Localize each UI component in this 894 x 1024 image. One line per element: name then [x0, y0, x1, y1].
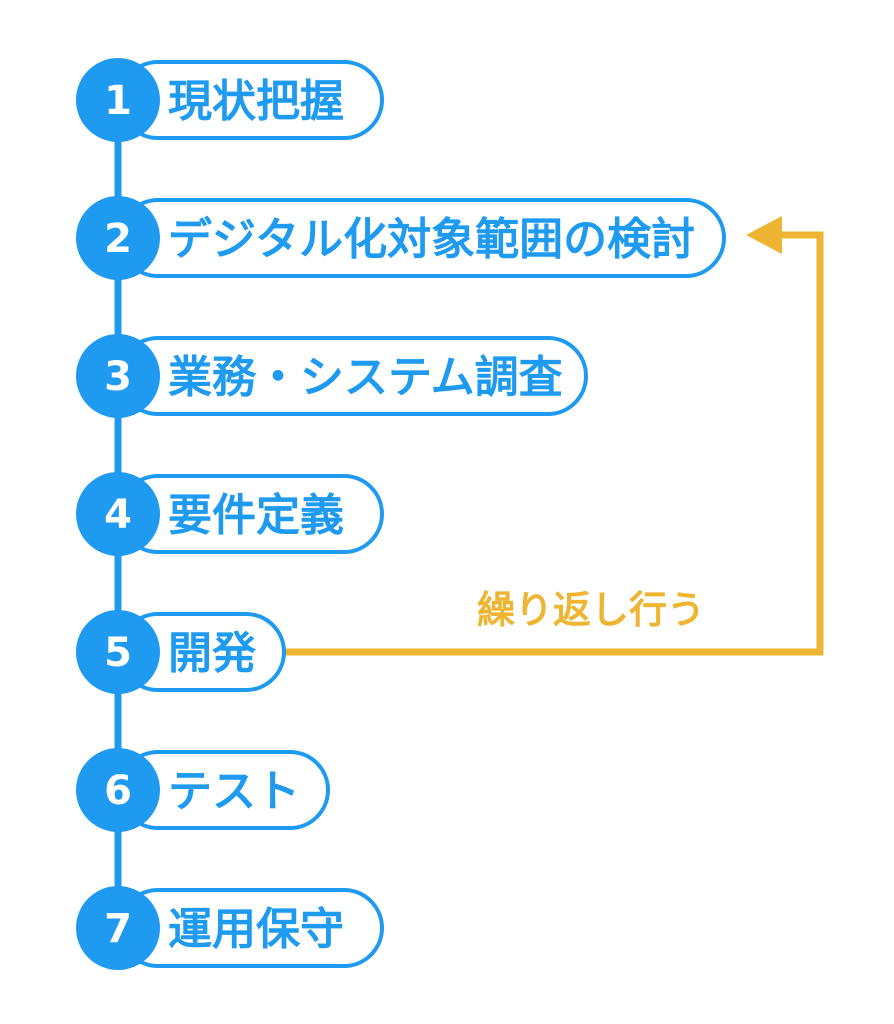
step-number-circle	[76, 334, 160, 418]
step-label: 業務・システム調査	[168, 352, 563, 403]
steps-list: 現状把握 1 デジタル化対象範囲の検討 2 業務・システム調査 3 要件定義 4 開発 5 テスト 6…	[76, 58, 726, 970]
step-label: 要件定義	[168, 490, 344, 541]
step-number: 6	[104, 768, 132, 814]
step-2: デジタル化対象範囲の検討 2	[76, 196, 726, 280]
step-label: 現状把握	[168, 76, 344, 127]
step-label: 運用保守	[168, 904, 344, 955]
step-number-circle	[76, 886, 160, 970]
repeat-arrowhead-icon	[746, 216, 782, 254]
step-number: 2	[104, 216, 132, 262]
step-5: 開発 5	[76, 610, 286, 694]
step-number: 1	[104, 78, 132, 124]
step-3: 業務・システム調査 3	[76, 334, 588, 418]
step-label: テスト	[168, 766, 300, 817]
step-number: 4	[104, 492, 132, 538]
step-label: 開発	[168, 628, 257, 679]
step-7: 運用保守 7	[76, 886, 384, 970]
step-number: 5	[104, 630, 132, 676]
repeat-loop-arrow	[282, 231, 824, 656]
step-4: 要件定義 4	[76, 472, 384, 556]
step-number-circle	[76, 748, 160, 832]
step-number-circle	[76, 610, 160, 694]
step-label: デジタル化対象範囲の検討	[168, 214, 695, 265]
repeat-label: 繰り返し行う	[477, 588, 705, 632]
step-1: 現状把握 1	[76, 58, 384, 142]
step-number: 3	[104, 354, 132, 400]
step-number: 7	[104, 906, 132, 952]
step-number-circle	[76, 58, 160, 142]
step-number-circle	[76, 196, 160, 280]
step-number-circle	[76, 472, 160, 556]
step-6: テスト 6	[76, 748, 330, 832]
